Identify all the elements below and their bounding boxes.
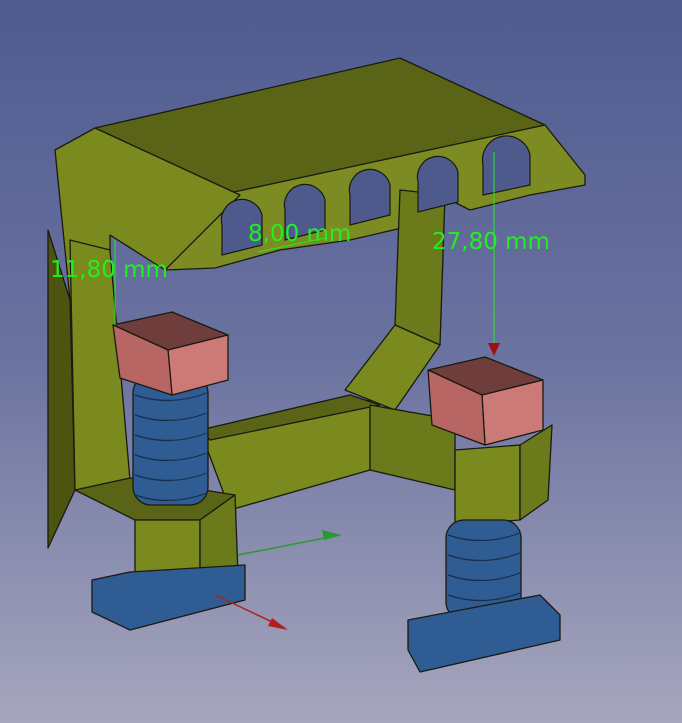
x-axis-arrowhead — [268, 618, 288, 630]
dimension-label[interactable]: 8,00 mm — [248, 221, 352, 247]
arch-hole — [348, 168, 391, 226]
arch-hole — [481, 135, 531, 196]
left-screw-threads — [134, 392, 208, 502]
clamp-diagonal — [344, 324, 441, 411]
arch-hole — [283, 183, 326, 241]
dimension-label[interactable]: 11,80 mm — [50, 257, 168, 283]
y-axis-arrowhead — [322, 530, 342, 540]
right-foot-front — [454, 444, 521, 526]
right-screw-threads — [447, 532, 521, 602]
arch-hole — [416, 155, 459, 213]
arch-hole — [220, 198, 263, 256]
left-screw-base — [91, 564, 246, 631]
right-screw-base — [407, 594, 561, 673]
dimension-line — [257, 237, 326, 253]
dimension-label[interactable]: 27,80 mm — [432, 229, 550, 255]
dimension-arrowhead — [488, 343, 500, 356]
left-cap-side — [112, 324, 173, 396]
clamp-right-arm — [394, 189, 446, 346]
y-axis-arrow — [237, 534, 341, 556]
right-foot-side — [519, 424, 553, 521]
right-cap-side — [427, 369, 486, 446]
